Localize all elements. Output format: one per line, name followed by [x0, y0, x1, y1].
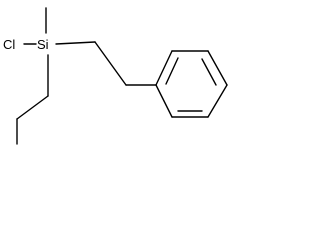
chlorine-label: Cl: [3, 37, 15, 52]
ring-bond-1: [155, 50, 173, 86]
bond-ch2-ch2: [94, 41, 127, 86]
molecule-drawing: Cl Si: [3, 7, 228, 145]
ring-bond-3: [207, 50, 228, 86]
bond-si-ch2-a: [55, 41, 96, 45]
ring-bond-4: [207, 84, 228, 118]
ring-double-bond-2: [201, 58, 217, 86]
ring-bond-6: [155, 84, 173, 118]
bond-propyl-2: [16, 95, 49, 120]
benzene-ring: [155, 50, 228, 118]
silicon-label: Si: [37, 37, 49, 52]
structure-canvas: Cl Si: [0, 0, 237, 145]
ring-double-bond-1: [165, 57, 179, 85]
